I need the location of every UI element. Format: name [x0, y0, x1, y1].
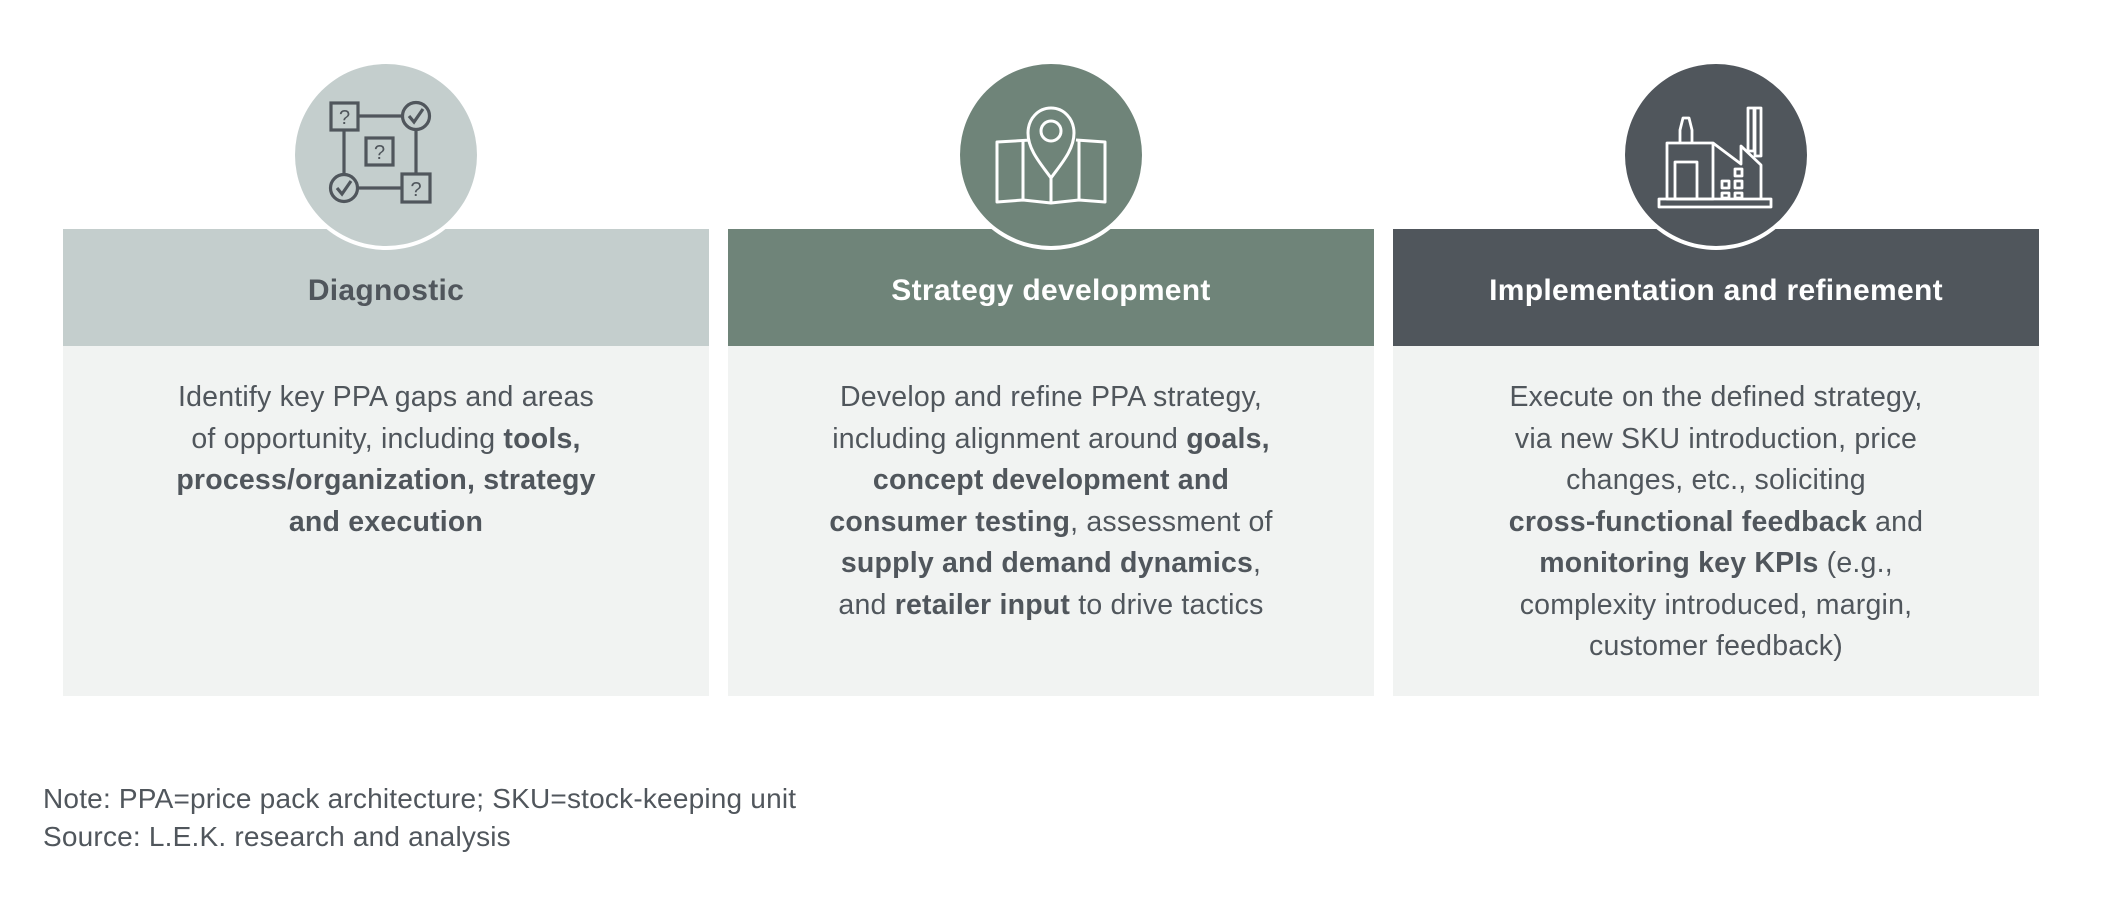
stage-description: Identify key PPA gaps and areas of opport… [63, 346, 709, 696]
stage-header-diagnostic: Diagnostic [63, 229, 709, 346]
description-line: complexity introduced, margin, [1393, 585, 2039, 627]
stage-title: Implementation and refinement [1489, 273, 1943, 307]
body-text: complexity introduced, margin, [1519, 588, 1913, 621]
stage-header-strategy-development: Strategy development [728, 229, 1374, 346]
body-text: Execute on the defined strategy, [1509, 381, 1923, 413]
description-line: concept development and [728, 460, 1374, 502]
emphasis-text: consumer testing [829, 505, 1071, 538]
body-text: and [1866, 505, 1924, 538]
svg-text:?: ? [374, 142, 385, 164]
note-text: Note: PPA=price pack architecture; SKU=s… [43, 783, 797, 814]
body-text: and [838, 588, 895, 621]
description-line: and retailer input to drive tactics [728, 585, 1374, 627]
stage-description: Develop and refine PPA strategy, includin… [728, 346, 1374, 696]
description-line: and execution [63, 502, 709, 544]
map-pin-icon [995, 106, 1107, 205]
emphasis-text: goals, [1186, 422, 1270, 455]
emphasis-text: monitoring key KPIs [1539, 547, 1819, 579]
description-line: cross-functional feedback and [1393, 502, 2039, 544]
body-text: , [1253, 547, 1262, 579]
emphasis-text: process/organization, strategy [176, 464, 596, 496]
description-line: via new SKU introduction, price [1393, 419, 2039, 461]
description-line: consumer testing, assessment of [728, 502, 1374, 544]
stage-card-strategy-development: Strategy development Develop and refine … [728, 229, 1374, 696]
stage-description: Execute on the defined strategy, via new … [1393, 346, 2039, 696]
stage-card-diagnostic: Diagnostic Identify key PPA gaps and are… [63, 229, 709, 696]
emphasis-text: concept development and [872, 464, 1230, 496]
body-text: Develop and refine PPA strategy, [839, 381, 1262, 413]
description-line: Identify key PPA gaps and areas [63, 377, 709, 419]
body-text: to drive tactics [1070, 588, 1264, 621]
description-line: changes, etc., soliciting [1393, 460, 2039, 502]
factory-icon [1657, 106, 1773, 209]
description-line: Develop and refine PPA strategy, [728, 377, 1374, 419]
body-text: (e.g., [1818, 547, 1893, 579]
description-line: of opportunity, including tools, [63, 419, 709, 461]
body-text: including alignment around [832, 422, 1187, 455]
body-text: changes, etc., soliciting [1566, 464, 1866, 496]
stage-title: Diagnostic [307, 273, 465, 307]
body-text: via new SKU introduction, price [1514, 422, 1918, 455]
svg-text:?: ? [339, 107, 350, 129]
stage-icon-circle-strategy-development [960, 64, 1142, 246]
stage-header-implementation-refinement: Implementation and refinement [1393, 229, 2039, 346]
emphasis-text: and execution [288, 505, 484, 538]
source-text: Source: L.E.K. research and analysis [43, 821, 511, 852]
stage-card-implementation-refinement: Implementation and refinement Execute on… [1393, 229, 2039, 696]
description-line: including alignment around goals, [728, 419, 1374, 461]
stage-icon-circle-diagnostic: ? ? ? [295, 64, 477, 246]
footnotes: Note: PPA=price pack architecture; SKU=s… [43, 780, 796, 856]
body-text: customer feedback) [1589, 630, 1843, 662]
body-text: Identify key PPA gaps and areas [177, 381, 594, 413]
body-text: of opportunity, including [191, 422, 504, 455]
body-text: , assessment of [1070, 505, 1273, 538]
decision-flow-icon: ? ? ? [328, 100, 432, 204]
description-line: customer feedback) [1393, 626, 2039, 668]
emphasis-text: supply and demand dynamics [840, 547, 1254, 579]
description-line: process/organization, strategy [63, 460, 709, 502]
description-line: monitoring key KPIs (e.g., [1393, 543, 2039, 585]
emphasis-text: retailer input [894, 588, 1071, 621]
stage-icon-circle-implementation-refinement [1625, 64, 1807, 246]
stage-title: Strategy development [891, 273, 1211, 307]
svg-text:?: ? [410, 179, 421, 201]
emphasis-text: cross-functional feedback [1508, 505, 1867, 538]
description-line: Execute on the defined strategy, [1393, 377, 2039, 419]
emphasis-text: tools, [503, 422, 581, 455]
description-line: supply and demand dynamics, [728, 543, 1374, 585]
